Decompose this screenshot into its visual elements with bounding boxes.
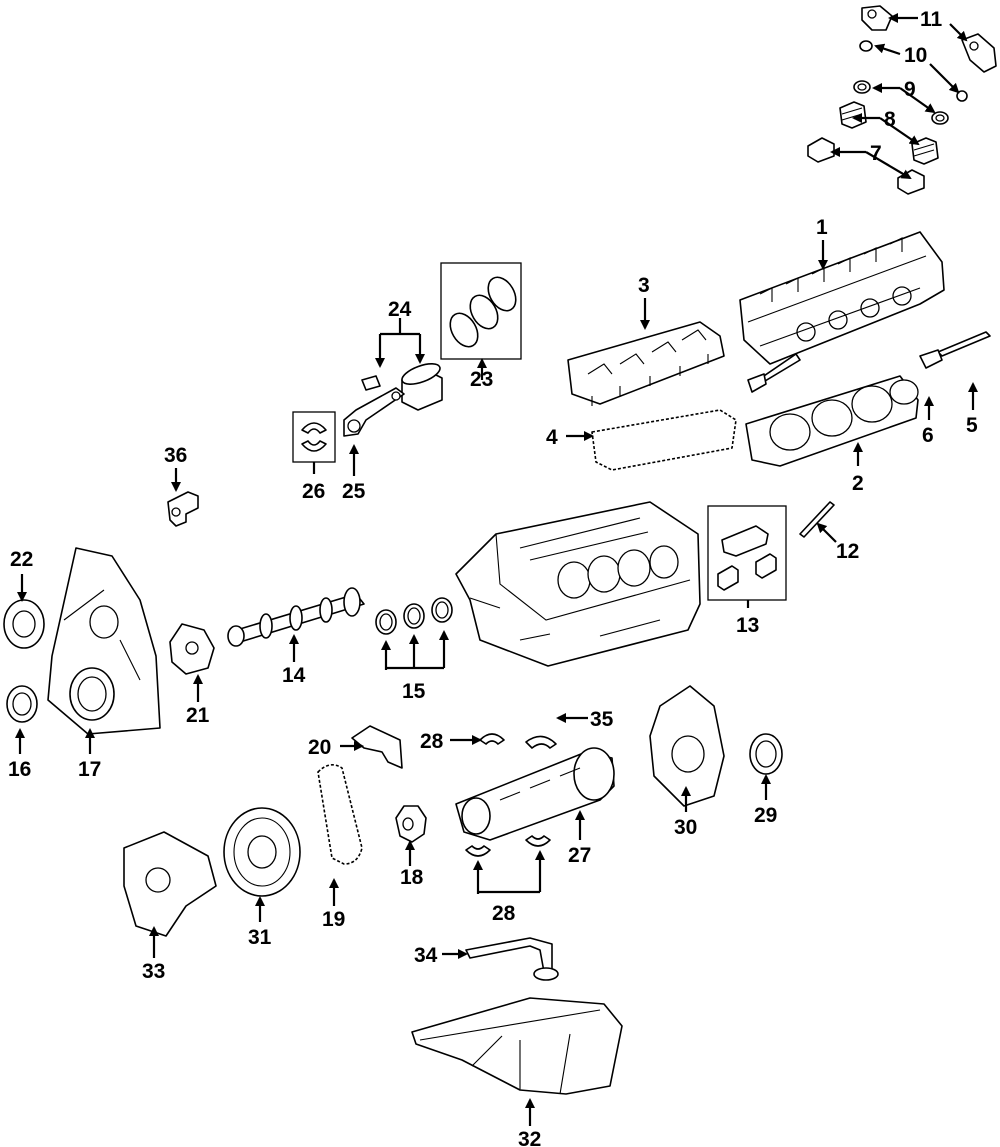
rocker-arm-part bbox=[861, 5, 997, 73]
callout-27: 27 bbox=[568, 844, 591, 867]
callout-8: 8 bbox=[884, 108, 896, 131]
cam-bearing-part bbox=[375, 597, 453, 635]
engine-block-part bbox=[455, 501, 701, 667]
callout-17: 17 bbox=[78, 758, 101, 781]
callout-36: 36 bbox=[164, 444, 187, 467]
callout-9: 9 bbox=[904, 78, 916, 101]
rod-bearing-part bbox=[301, 422, 327, 452]
sensor-part bbox=[167, 491, 199, 527]
piston-part bbox=[361, 363, 443, 411]
callout-30: 30 bbox=[674, 816, 697, 839]
main-bearing-part bbox=[465, 733, 557, 857]
piston-rings-part bbox=[449, 276, 517, 348]
rear-cover-part bbox=[649, 685, 725, 807]
callout-10: 10 bbox=[904, 44, 927, 67]
lifter-part bbox=[717, 525, 777, 591]
callout-32: 32 bbox=[518, 1128, 541, 1147]
seal-22-part bbox=[3, 599, 45, 649]
rod-bearing-box bbox=[292, 411, 336, 463]
callout-19: 19 bbox=[322, 908, 345, 931]
callout-23: 23 bbox=[470, 368, 493, 391]
callout-18: 18 bbox=[400, 866, 424, 889]
callout-22: 22 bbox=[10, 548, 33, 571]
rear-seal-part bbox=[749, 733, 783, 775]
callout-20: 20 bbox=[308, 736, 331, 759]
callout-11: 11 bbox=[920, 8, 943, 31]
crank-sprocket-part bbox=[395, 805, 427, 843]
valve-cover-part bbox=[567, 321, 725, 406]
pushrod-part bbox=[799, 501, 835, 538]
callout-15: 15 bbox=[402, 680, 426, 703]
callout-28-upper: 28 bbox=[420, 730, 444, 753]
callout-14: 14 bbox=[282, 664, 306, 687]
valve-spring-seat-part bbox=[853, 80, 949, 125]
callout-21: 21 bbox=[186, 704, 210, 727]
leader-lines bbox=[15, 13, 978, 1126]
callout-34: 34 bbox=[414, 944, 438, 967]
callout-35: 35 bbox=[590, 708, 614, 731]
front-seal-part bbox=[6, 685, 38, 723]
crankshaft-part bbox=[455, 747, 615, 841]
cam-sprocket-part bbox=[169, 623, 215, 675]
callout-7: 7 bbox=[870, 142, 882, 165]
chain-tensioner-part bbox=[351, 725, 403, 769]
callout-13: 13 bbox=[736, 614, 759, 637]
callout-28-lower: 28 bbox=[492, 902, 516, 925]
timing-cover-part bbox=[47, 547, 161, 735]
callout-5: 5 bbox=[966, 414, 978, 437]
callout-6: 6 bbox=[922, 424, 934, 447]
oil-pickup-part bbox=[465, 937, 559, 981]
callout-2: 2 bbox=[852, 472, 864, 495]
valve-cover-gasket-part bbox=[591, 409, 737, 471]
callout-31: 31 bbox=[248, 926, 272, 949]
callout-16: 16 bbox=[8, 758, 31, 781]
oil-pan-part bbox=[411, 997, 623, 1095]
callout-1: 1 bbox=[816, 216, 828, 239]
callout-numbers: 1 2 3 4 5 6 7 8 9 10 11 12 13 14 15 16 1… bbox=[8, 8, 978, 1147]
head-gasket-part bbox=[745, 375, 919, 467]
timing-chain-part bbox=[317, 764, 363, 865]
connecting-rod-part bbox=[343, 387, 405, 437]
callout-4: 4 bbox=[546, 426, 558, 449]
callout-12: 12 bbox=[836, 540, 859, 563]
valve-part bbox=[747, 331, 991, 393]
oil-pump-part bbox=[123, 831, 217, 937]
callout-33: 33 bbox=[142, 960, 165, 983]
callout-26: 26 bbox=[302, 480, 325, 503]
callout-25: 25 bbox=[342, 480, 366, 503]
cylinder-head-part bbox=[739, 231, 945, 365]
crank-pulley-part bbox=[223, 807, 301, 897]
callout-3: 3 bbox=[638, 274, 650, 297]
valve-seal-part bbox=[807, 137, 925, 195]
callout-24: 24 bbox=[388, 298, 412, 321]
camshaft-part bbox=[227, 587, 365, 647]
callout-29: 29 bbox=[754, 804, 777, 827]
valve-keeper-part bbox=[859, 40, 968, 102]
